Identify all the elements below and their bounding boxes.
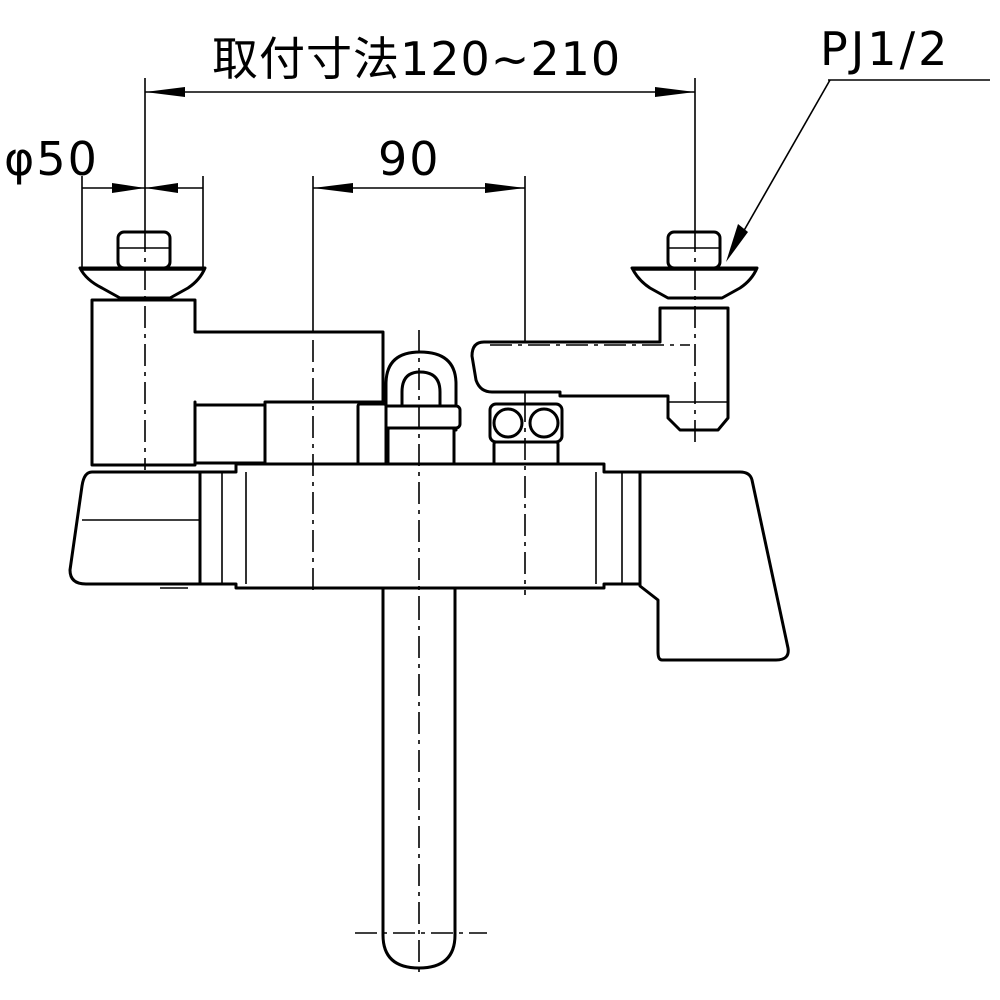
center-spacing-label: 90 [378,132,441,186]
install-range-label: 取付寸法120~210 [212,32,622,86]
left-inlet-elbow [78,230,385,467]
thread-size-label: PJ1/2 [820,22,951,76]
center-connector [356,350,564,468]
diameter-label: φ50 [4,132,99,186]
dimension-lines [81,78,990,400]
thread-leader-line [741,79,831,235]
main-body [68,462,790,662]
right-inlet-elbow [470,230,759,432]
center-lines [144,230,696,975]
